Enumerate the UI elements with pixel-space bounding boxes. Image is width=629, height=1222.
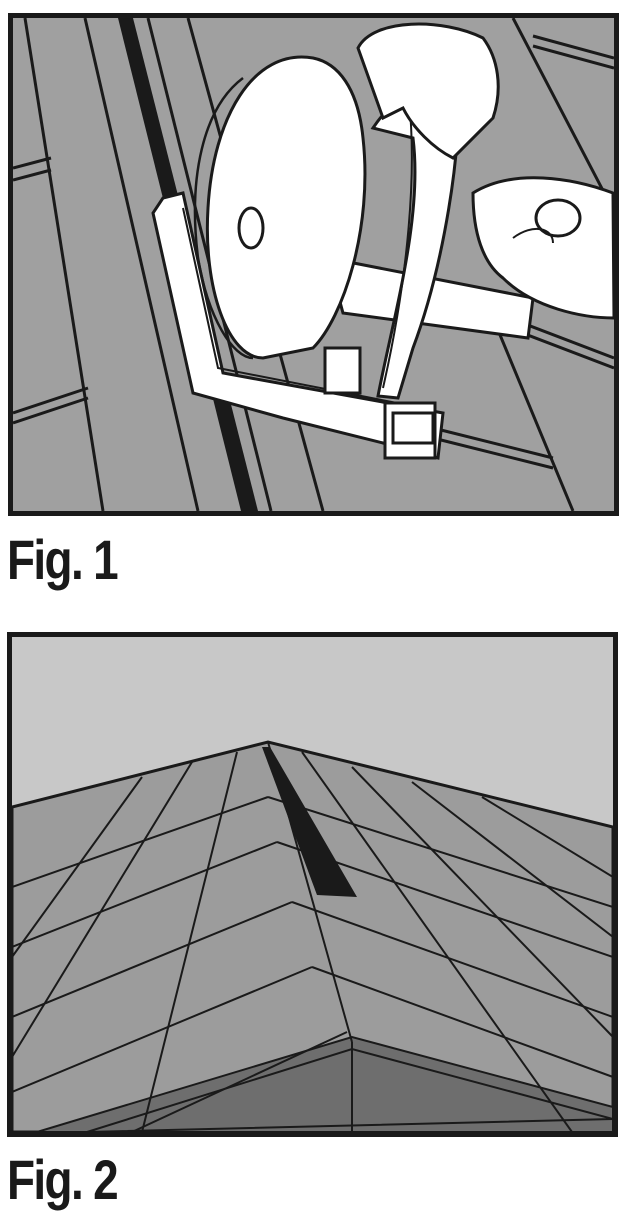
figure-2-illustration: [7, 632, 618, 1137]
figure-1-illustration: [8, 13, 619, 516]
figure-1-caption: Fig. 1: [7, 528, 119, 591]
roof-ridge-illustration: [12, 637, 613, 1132]
circular-saw-illustration: [13, 18, 614, 511]
ridge-vent-slot: [262, 747, 357, 897]
figure-2-caption: Fig. 2: [7, 1148, 119, 1211]
